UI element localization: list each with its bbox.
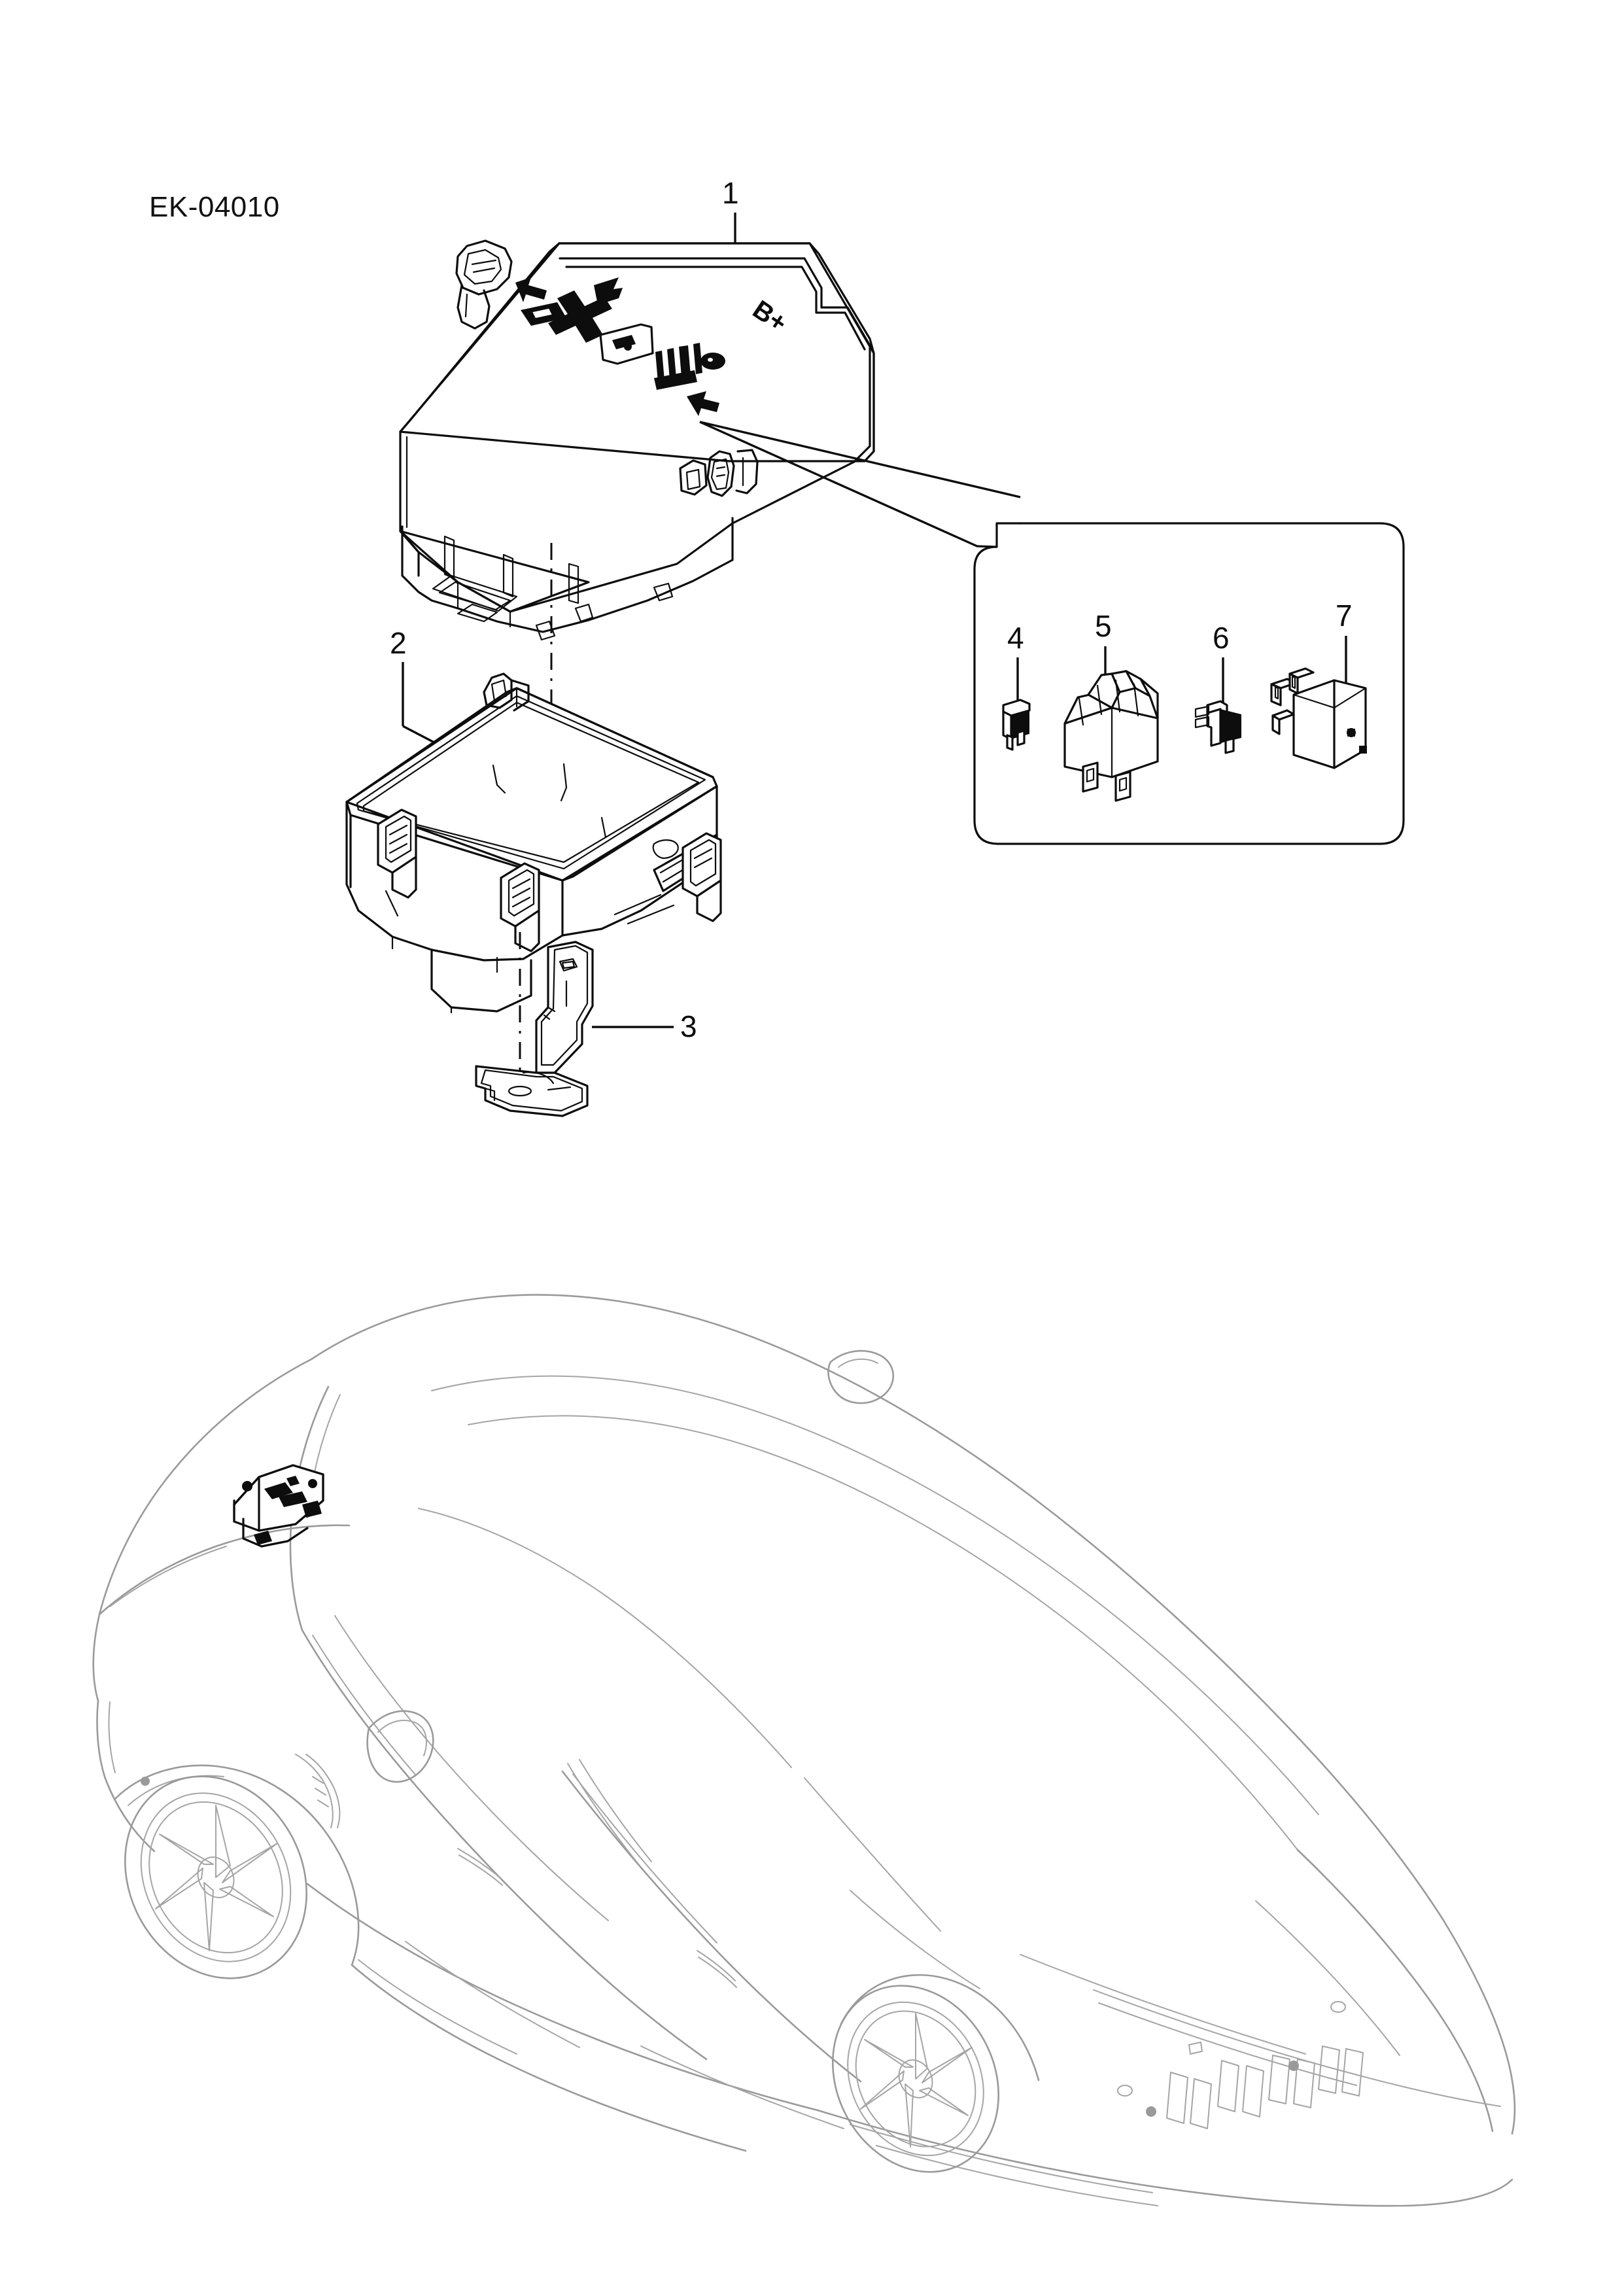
callout-number-1: 1: [722, 176, 739, 210]
cover-symbol-arrow-right: [594, 277, 623, 305]
part-relay-large: [1063, 646, 1159, 802]
housing-latch-left: [377, 809, 417, 899]
component-detail-callout: [973, 522, 1405, 845]
rear-diffuser-vents: [1166, 2045, 1364, 2129]
callout-number-5: 5: [1095, 609, 1112, 643]
cover-symbol-hatch-marks: [655, 343, 702, 382]
callout-number-2: 2: [390, 626, 407, 660]
part-relay-module: [1270, 636, 1367, 769]
housing-latch-right: [682, 832, 722, 922]
cover-symbol-cross: [548, 290, 612, 343]
part-micro-fuse: [1194, 657, 1241, 754]
cover-symbol-oval: [700, 353, 725, 370]
detail-pointer-lines: [699, 421, 1021, 548]
part-fuse-box-cover: B+: [399, 239, 875, 641]
part-mounting-bracket: [475, 941, 594, 1117]
callout-number-7: 7: [1336, 599, 1353, 633]
cover-label-b-plus: B+: [748, 295, 792, 338]
svg-text:B+: B+: [748, 295, 792, 338]
callout-number-4: 4: [1007, 621, 1024, 655]
fuse-box-location-marker: [233, 1464, 324, 1548]
cover-symbol-plate-center: [599, 323, 654, 365]
cover-symbol-plate-left: [521, 302, 566, 326]
page-title: EK-04010: [149, 191, 280, 223]
leader-line-2: [402, 662, 498, 776]
housing-latch-center: [500, 862, 540, 952]
roof-antenna: [827, 1349, 894, 1404]
rear-wheel: [831, 1985, 1000, 2173]
side-mirror: [366, 1710, 434, 1783]
part-blade-fuse: [1002, 657, 1031, 751]
cover-symbol-text-block: [654, 370, 697, 390]
part-fuse-box-housing: [345, 672, 722, 1014]
cover-symbol-arrow-lower: [687, 391, 719, 416]
cover-symbol-arrow-left: [515, 277, 547, 302]
callout-number-3: 3: [680, 1009, 697, 1043]
front-wheel: [124, 1775, 307, 1979]
vehicle-body: [92, 1294, 1516, 2207]
callout-number-6: 6: [1213, 621, 1230, 655]
